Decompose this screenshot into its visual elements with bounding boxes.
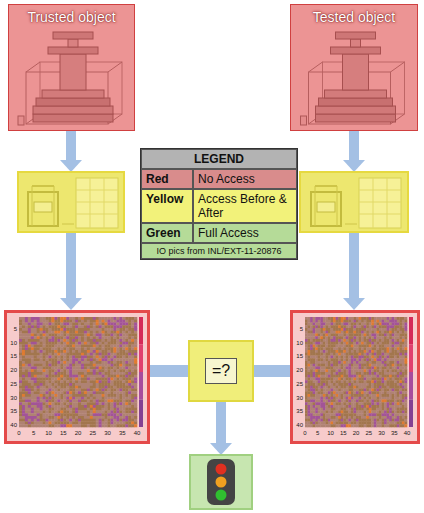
photo-box [18, 172, 124, 232]
down-arrow [60, 232, 82, 310]
down-arrow [343, 131, 365, 172]
down-arrow [210, 402, 232, 455]
down-arrow [343, 232, 365, 310]
photo-frame [18, 172, 124, 232]
down-arrow [60, 131, 82, 172]
photo-box [300, 172, 408, 232]
equipment-photo [18, 172, 124, 232]
equipment-photo [301, 172, 407, 232]
photo-frame [300, 172, 408, 232]
